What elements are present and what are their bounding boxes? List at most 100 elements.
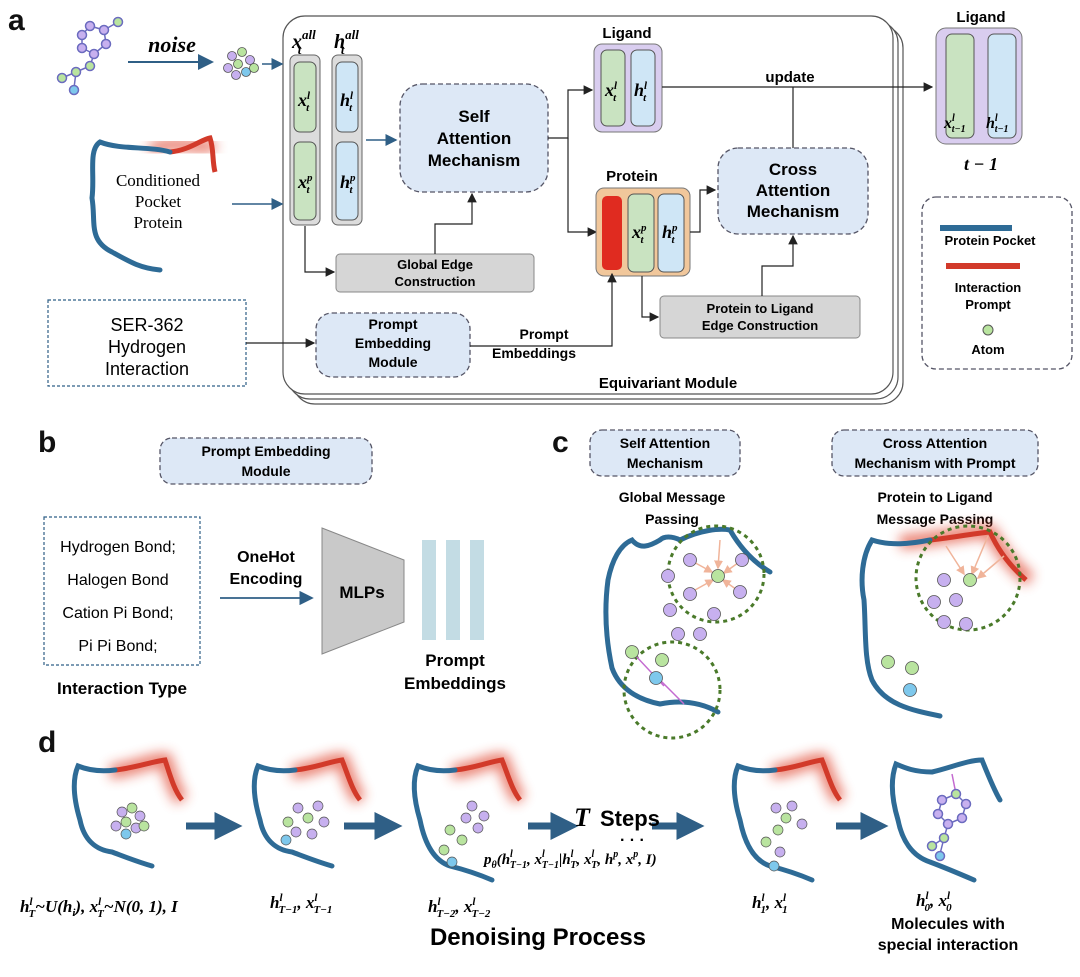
global-edge-text-2: Construction [395,274,476,289]
cross-attention-text-3: Mechanism [747,202,840,221]
cross-attention-text-1: Cross [769,160,817,179]
b-embeddings-text-1: Prompt [425,651,485,670]
c-cross-text-2: Mechanism with Prompt [854,455,1015,471]
panel-label-d: d [38,726,56,759]
d-state-2 [251,752,366,869]
ligand-out-h-column [987,33,1017,139]
cross-attention-module [717,147,869,235]
b-onehot-text-2: Encoding [230,571,303,588]
legend-atom-icon [982,324,994,336]
b-mlps-label: MLPs [339,583,384,602]
panel-label-c: c [552,426,569,459]
arrow-global-edge-to-self [434,192,477,254]
protein-x-column [627,193,655,273]
c-self-caption-1: Global Message [619,489,726,505]
b-onehot-text-1: OneHot [237,549,295,566]
pocket-text-1: Conditioned [116,171,201,190]
legend-atom-text: Atom [971,342,1004,357]
d-state-4 [731,752,846,883]
update-label: update [765,69,814,86]
c-cross-text-1: Cross Attention [883,435,987,451]
c-self-text-1: Self Attention [620,435,710,451]
c-cross-caption-2: Message Passing [877,511,994,527]
c-cross-attention-box [831,429,1039,477]
c-cross-illustration [859,524,1035,719]
d-state-3 [411,752,526,883]
arrow-p2l-to-cross [761,234,798,296]
arrow-embeddings-to-protein [470,272,617,347]
d-state-1 [71,752,188,869]
legend-prompt-text-1: Interaction [955,280,1022,295]
d-steps-dots: · · · [620,832,645,849]
legend-prompt-text-2: Prompt [965,297,1011,312]
pocket-text-2: Pocket [135,192,182,211]
self-attention-text-3: Mechanism [428,151,521,170]
prompt-module-text-1: Prompt [369,316,418,332]
arrow-protein-to-cross [690,185,717,233]
c-cross-caption-1: Protein to Ligand [877,489,992,505]
noise-label: noise [148,32,196,57]
d-molecules-text-1: Molecules with [891,916,1005,933]
d-state-5 [889,757,1003,883]
legend-protein-text: Protein Pocket [944,233,1036,248]
input-molecule-icon [56,16,124,96]
prompt-input-box [47,299,247,387]
c-self-attention-box [589,429,741,477]
pocket-protein-icon [89,135,218,273]
b-embedding-bar-1 [422,540,436,640]
protein-title: Protein [606,168,658,185]
arrow-self-to-ligand [548,85,594,139]
self-attention-text-2: Attention [437,129,512,148]
b-embedding-bar-3 [470,540,484,640]
panel-label-a: a [8,4,25,37]
p2l-edge-text-2: Edge Construction [702,318,818,333]
prompt-input-text-1: SER-362 [110,315,183,335]
p2l-edge-box [659,295,861,339]
cross-attention-text-2: Attention [756,181,831,200]
b-embedding-bar-2 [446,540,460,640]
c-self-illustration [603,524,773,740]
ligand-out-x-column [945,33,975,139]
b-embeddings-text-2: Embeddings [404,674,506,693]
arrow-protein-to-p2l [641,276,660,322]
b-type-2: Halogen Bond [67,572,168,589]
global-edge-text-1: Global Edge [397,257,473,272]
d-molecules-text-2: special interaction [878,937,1019,954]
prompt-input-text-2: Hydrogen [108,337,186,357]
ligand-h-column [630,49,656,127]
b-module-text-2: Module [242,463,291,479]
prompt-input-text-3: Interaction [105,359,189,379]
protein-prompt-bar [602,196,622,270]
ligand-out-title: Ligand [956,9,1005,26]
prompt-embeddings-text-1: Prompt [520,326,569,342]
arrow-xt-to-global-edge [304,226,336,277]
b-type-1: Hydrogen Bond; [60,539,176,556]
d-steps-label: Steps [600,806,660,831]
b-type-3: Cation Pi Bond; [62,605,173,622]
equivariant-module-label: Equivariant Module [599,375,737,392]
xt-all-column [289,54,321,226]
b-interaction-type-box [43,516,201,666]
ligand-title: Ligand [602,25,651,42]
prompt-embedding-module [315,312,471,378]
self-attention-text-1: Self [458,107,490,126]
b-module-text-1: Prompt Embedding [201,443,330,459]
prompt-embeddings-text-2: Embeddings [492,345,576,361]
ligand-x-column [600,49,626,127]
d-denoising-label: Denoising Process [430,924,646,951]
prompt-module-text-2: Embedding [355,335,431,351]
